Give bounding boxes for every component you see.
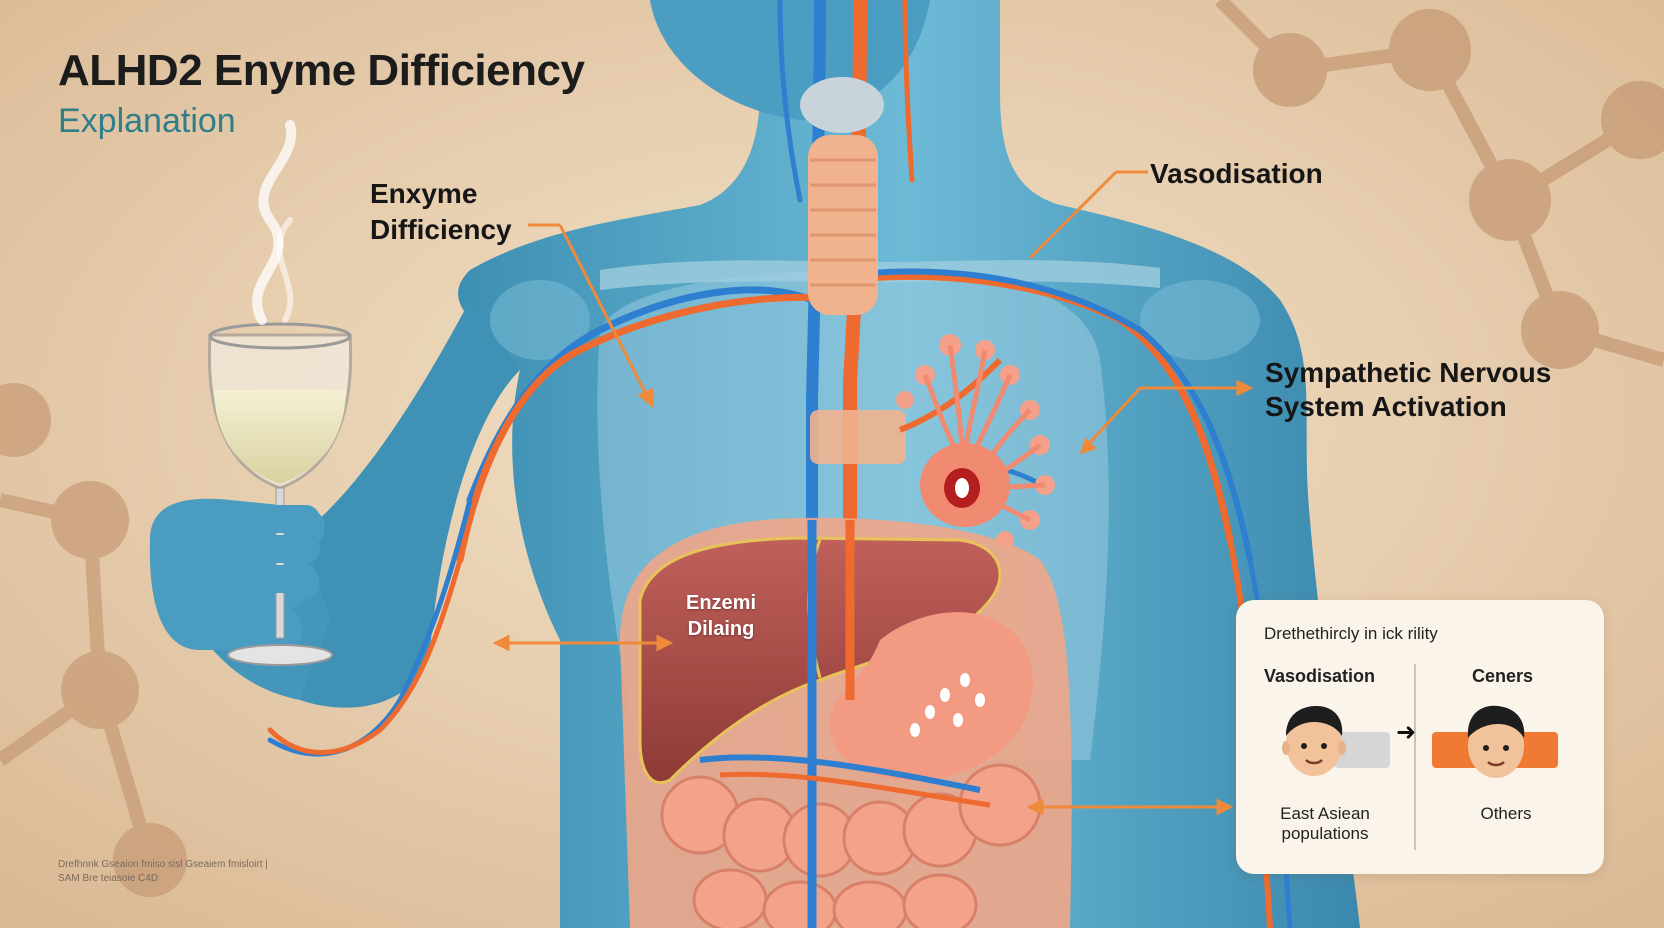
callout-enzyme-line-1: Enxyme — [370, 178, 478, 209]
panel-right-footer-line-1: Others — [1480, 804, 1532, 823]
panel-divider — [1414, 664, 1416, 850]
panel-left-footer-line-2: populations — [1281, 824, 1369, 843]
callout-enzyme-line-2: Difficiency — [370, 214, 512, 245]
callout-sympathetic-line-2: System Activation — [1265, 391, 1507, 422]
trachea — [800, 77, 906, 464]
liver-label: Enzemi Dilaing — [686, 590, 756, 642]
panel-arrow-icon: ➜ — [1396, 719, 1417, 746]
stomach — [830, 612, 1033, 781]
molecule-decoration-left — [0, 383, 187, 897]
page-title: ALHD2 Enyme Difficiency — [58, 46, 585, 95]
callout-pointers — [492, 170, 1254, 816]
panel-right-footer: Others — [1446, 804, 1566, 824]
molecule-decoration-right — [1215, 0, 1664, 369]
callout-vasodilation: Vasodisation — [1150, 158, 1323, 189]
callout-sympathetic: Sympathetic Nervous System Activation — [1265, 356, 1551, 424]
nerve-cluster — [896, 334, 1055, 549]
panel-left-footer: East Asiean populations — [1260, 804, 1390, 844]
face-east-asian-icon — [1282, 706, 1390, 776]
fingers — [200, 505, 320, 593]
page-subtitle: Explanation — [58, 102, 236, 140]
panel-right-heading: Ceners — [1472, 666, 1534, 686]
panel-left-footer-line-1: East Asiean — [1280, 804, 1370, 823]
liver-label-line-2: Dilaing — [687, 618, 755, 640]
face-others-icon — [1432, 705, 1558, 778]
callout-sympathetic-line-1: Sympathetic Nervous — [1265, 357, 1552, 388]
abdominal-organs — [620, 517, 1072, 928]
panel-title: Drethethircly in ick rility — [1264, 624, 1438, 643]
panel-left-heading: Vasodisation — [1264, 666, 1376, 686]
credit-text: Drefhnnk Gseaion fmiso sisl Gseaiem fmis… — [58, 859, 268, 884]
liver-label-line-1: Enzemi — [686, 592, 757, 614]
callout-enzyme-deficiency: Enxyme Difficiency — [370, 176, 512, 248]
comparison-panel: Drethethircly in ick rility Vasodisation… — [1236, 600, 1604, 874]
wine-glass — [207, 120, 353, 666]
